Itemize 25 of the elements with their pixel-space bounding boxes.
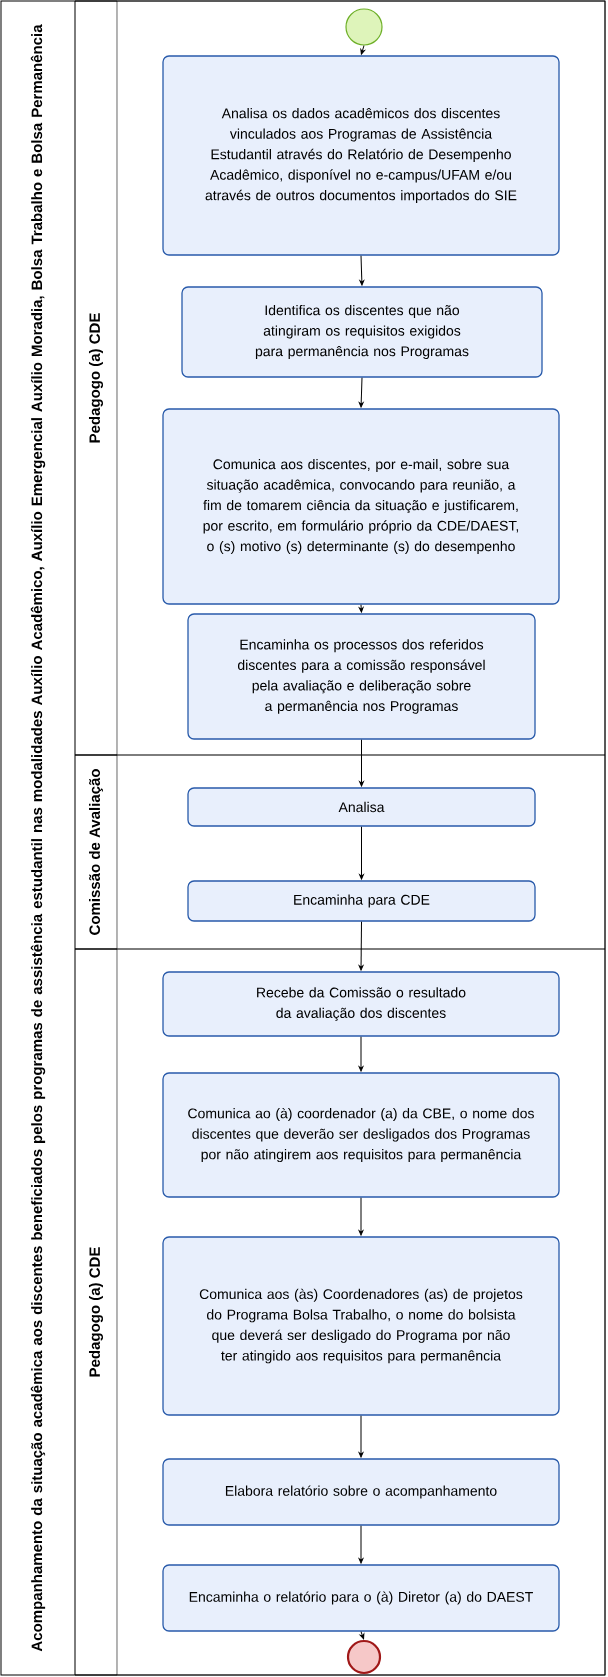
arrow [359,1631,365,1640]
task-box: Analisa os dados acadêmicos dos discentes vinculados aos Programas de Assistência Estudantil através do Relatório de Desempenho Acadêmico, disponível no e-campus/UFAM e/ou através de outros documentos importados do SIE [162,55,560,256]
arrow [358,1415,364,1458]
start-event-circle [345,8,383,46]
arrow [359,739,364,787]
task-box: Encaminha o relatório para o (à) Diretor (a) do DAEST [162,1564,560,1632]
arrow [359,255,365,286]
arrow [358,1197,364,1236]
end-event-circle [346,1639,382,1675]
task-box: Comunica ao (à) coordenador (a) da CBE, o nome dos discentes que deverão ser desligados dos Programas por não atingirem aos requisitos para permanência [162,1072,560,1198]
task-box: Identifica os discentes que não atingiram os requisitos exigidos para permanência nos Programas [181,286,543,378]
arrow [358,377,364,408]
task-box: Analisa [187,787,536,827]
task-box: Recebe da Comissão o resultado da avaliação dos discentes [162,971,560,1037]
arrow [359,826,364,880]
arrow [358,604,364,613]
arrow [360,45,365,55]
task-box: Elabora relatório sobre o acompanhamento [162,1458,560,1526]
task-box: Comunica aos (às) Coordenadores (as) de projetos do Programa Bolsa Trabalho, o nome do bolsista que deverá ser desligado do Programa por não ter atingido aos requisitos para permanência [162,1236,560,1416]
arrow [358,921,364,971]
task-box: Encaminha para CDE [187,880,536,922]
task-box: Comunica aos discentes, por e-mail, sobre sua situação acadêmica, convocando para reunião, a fim de tomarem ciência da situação e justificarem, por escrito, em formulário próprio da CDE/DAEST, o (s) motivo (s) determinante (s) do desempenho [162,408,560,605]
arrow [358,1036,364,1072]
task-box: Encaminha os processos dos referidos discentes para a comissão responsável pela avaliação e deliberação sobre a permanência nos Programas [187,613,536,740]
arrow [358,1525,364,1564]
